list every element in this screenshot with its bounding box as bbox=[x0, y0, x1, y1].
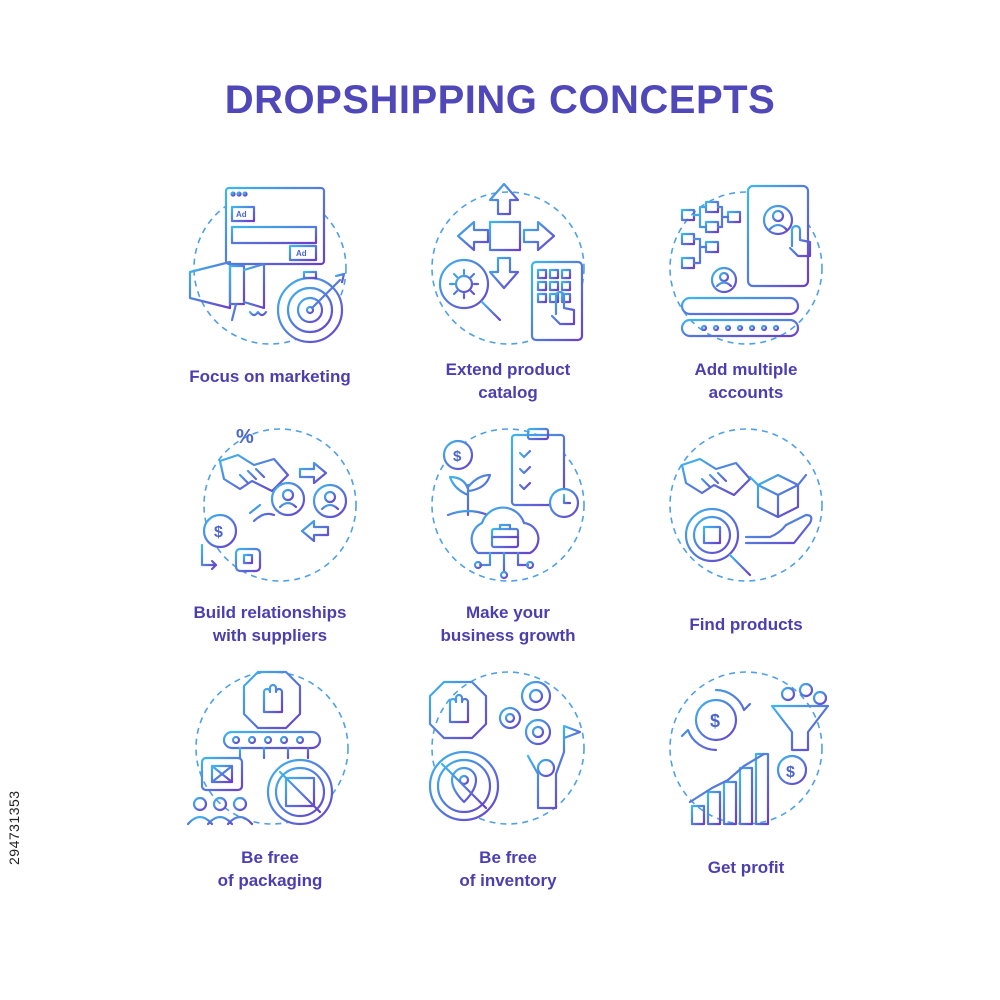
no-packaging-icon bbox=[186, 670, 349, 826]
multiple-accounts-icon bbox=[669, 184, 823, 345]
label-line-2: of inventory bbox=[459, 871, 557, 890]
percent-text: % bbox=[236, 426, 254, 448]
label-line-2: catalog bbox=[478, 383, 538, 402]
label-line-1: Get profit bbox=[707, 858, 785, 877]
no-inventory-icon bbox=[428, 671, 585, 825]
label-line-1: Make your bbox=[465, 603, 551, 622]
dollar-text: $ bbox=[453, 448, 462, 465]
concept-label: Get profit bbox=[616, 856, 876, 879]
concept-label: Add multiple accounts bbox=[616, 358, 876, 404]
product-catalog-icon bbox=[431, 182, 585, 345]
label-line-1: Focus on marketing bbox=[189, 367, 351, 386]
ad-text: Ad bbox=[236, 210, 247, 219]
concept-label: Extend product catalog bbox=[378, 358, 638, 404]
find-products-icon bbox=[669, 428, 823, 582]
dollar-text: $ bbox=[710, 711, 720, 731]
marketing-icon: Ad Ad bbox=[188, 186, 347, 345]
concept-label: Find products bbox=[616, 613, 876, 636]
stock-id-text: 294731353 bbox=[6, 790, 22, 865]
profit-icon: $ $ bbox=[669, 671, 830, 826]
concept-label: Make your business growth bbox=[378, 601, 638, 647]
dollar-text: $ bbox=[214, 524, 223, 541]
business-growth-icon: $ bbox=[431, 427, 585, 582]
concept-label: Build relationships with suppliers bbox=[140, 601, 400, 647]
ad-text: Ad bbox=[296, 249, 307, 258]
concept-label: Be free of packaging bbox=[140, 846, 400, 892]
label-line-1: Be free bbox=[241, 848, 299, 867]
supplier-relationships-icon: % $ bbox=[200, 426, 357, 582]
label-line-1: Build relationships bbox=[193, 603, 347, 622]
label-line-1: Find products bbox=[689, 615, 803, 634]
concept-label: Focus on marketing bbox=[140, 365, 400, 388]
label-line-1: Extend product bbox=[445, 360, 571, 379]
label-line-2: of packaging bbox=[217, 871, 323, 890]
label-line-2: business growth bbox=[440, 626, 576, 645]
dollar-text: $ bbox=[786, 764, 795, 781]
label-line-2: with suppliers bbox=[212, 626, 328, 645]
concept-label: Be free of inventory bbox=[378, 846, 638, 892]
label-line-2: accounts bbox=[708, 383, 784, 402]
label-line-1: Be free bbox=[479, 848, 537, 867]
label-line-1: Add multiple bbox=[694, 360, 798, 379]
page-title: DROPSHIPPING CONCEPTS bbox=[224, 78, 776, 122]
